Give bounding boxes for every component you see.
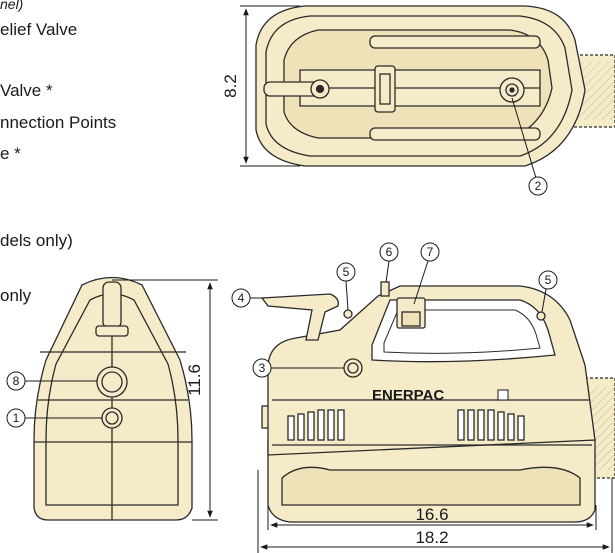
callout-7: 7 xyxy=(427,245,434,259)
front-view xyxy=(33,276,193,521)
legend-line-only: only xyxy=(0,286,32,305)
dim-body-length: 16.6 xyxy=(415,505,448,524)
dim-top-height: 8.2 xyxy=(221,74,240,98)
dim-side-height: 11.6 xyxy=(185,364,204,396)
top-height-dimension xyxy=(240,5,300,167)
callout-4: 4 xyxy=(238,291,245,305)
legend-line-connection-points: nnection Points xyxy=(0,113,117,132)
callout-3: 3 xyxy=(259,361,266,375)
top-view xyxy=(255,5,615,167)
callout-8: 8 xyxy=(13,374,20,388)
front-height-dimension xyxy=(112,279,218,521)
legend-line-models-only: dels only) xyxy=(0,231,73,250)
callout-2: 2 xyxy=(535,179,542,193)
legend-line-relief-valve: elief Valve xyxy=(0,20,78,39)
callout-5-right: 5 xyxy=(545,273,552,287)
brand-logo: ENERPAC xyxy=(372,387,444,404)
front-shell xyxy=(33,276,193,521)
legend-line-valve: Valve * xyxy=(0,81,53,100)
dim-overall-length: 18.2 xyxy=(415,528,448,547)
legend-line-panel: nel) xyxy=(0,0,24,12)
callout-6: 6 xyxy=(386,245,393,259)
callout-5-left: 5 xyxy=(343,265,350,279)
callout-1: 1 xyxy=(13,411,20,425)
side-handle xyxy=(260,293,339,341)
side-view xyxy=(260,281,615,523)
length-dimensions xyxy=(257,470,613,553)
legend-line-valve-2: e * xyxy=(0,144,21,163)
brand-mark-icon xyxy=(497,389,509,401)
